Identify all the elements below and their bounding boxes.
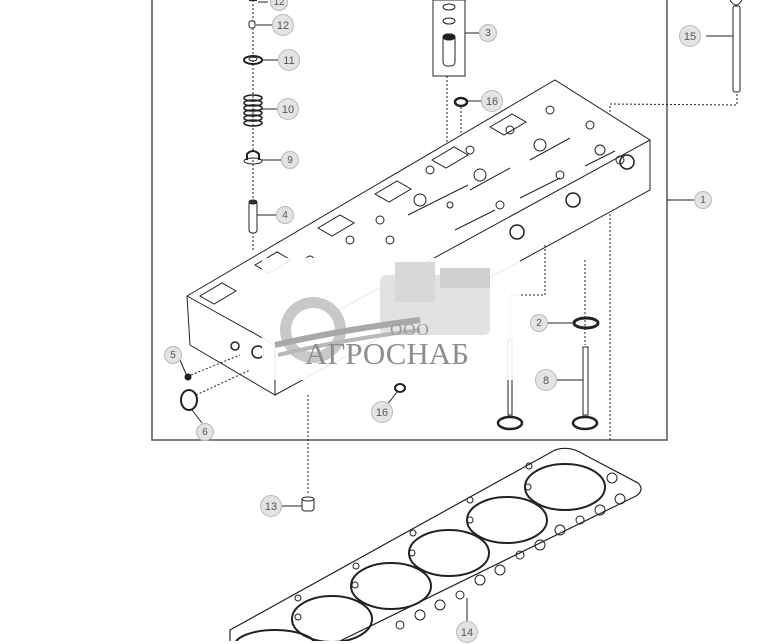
watermark-graphic	[262, 258, 520, 380]
valve-spring-stack	[243, 0, 281, 250]
callout-6[interactable]: 6	[196, 423, 214, 441]
assembly-frame	[151, 0, 668, 441]
callout-1[interactable]: 1	[694, 191, 712, 209]
callout-14[interactable]: 14	[456, 621, 478, 643]
plug-and-cup	[179, 354, 251, 424]
callout-13[interactable]: 13	[260, 495, 282, 517]
callout-3[interactable]: 3	[479, 24, 497, 42]
callout-2[interactable]: 2	[530, 314, 548, 332]
callout-16-top[interactable]: 16	[481, 90, 503, 112]
watermark-prefix: ООО	[390, 320, 430, 339]
seal-ring-16-lower	[386, 383, 406, 406]
callout-16-bottom[interactable]: 16	[371, 401, 393, 423]
callout-10[interactable]: 10	[277, 98, 299, 120]
seal-ring-16	[453, 96, 483, 250]
callout-15[interactable]: 15	[679, 25, 701, 47]
watermark-company-name: АГРОСНАБ	[305, 336, 469, 371]
callout-9[interactable]: 9	[281, 151, 299, 169]
callout-5[interactable]: 5	[164, 346, 182, 364]
head-gasket-14	[229, 447, 642, 641]
callout-4[interactable]: 4	[276, 206, 294, 224]
injector-15	[609, 0, 743, 440]
callout-8[interactable]: 8	[535, 369, 557, 391]
callout-11[interactable]: 11	[278, 49, 300, 71]
dowel-13	[281, 395, 315, 512]
callout-12[interactable]: 12	[272, 14, 294, 36]
